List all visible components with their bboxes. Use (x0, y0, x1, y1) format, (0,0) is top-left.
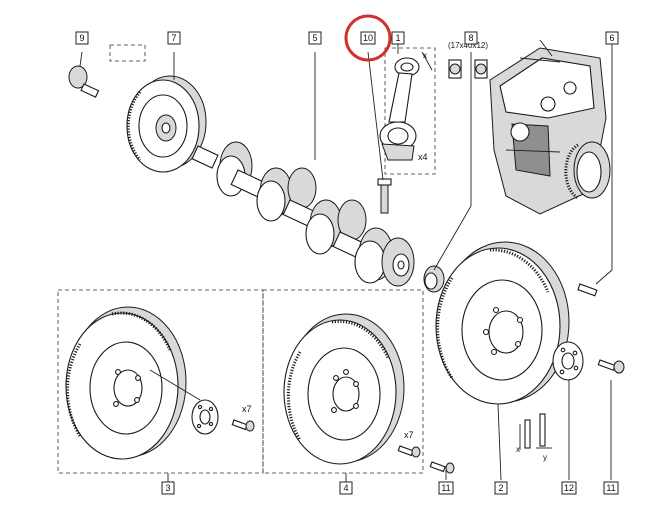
bolt-dimension-sketch: x y (516, 413, 552, 462)
svg-text:10: 10 (363, 33, 373, 43)
flywheel-left (65, 306, 201, 460)
flywheel-bolt-left: x7 (231, 404, 255, 432)
engine-block (489, 39, 611, 215)
damper-pulley (126, 52, 207, 173)
conrod-quantity: x4 (418, 152, 428, 162)
callout-11-left[interactable]: 11 (438, 481, 454, 495)
callout-4[interactable]: 4 (339, 481, 353, 495)
callout-6[interactable]: 6 (605, 31, 619, 45)
crank-pulley-bolt (68, 51, 100, 98)
callout-7[interactable]: 7 (167, 31, 181, 45)
spacer-plate-right (552, 341, 584, 480)
highlight-ring-10 (344, 14, 392, 62)
bolt-dimension-x: x (516, 445, 520, 454)
bolt-quantity-middle: x7 (404, 430, 414, 440)
flywheel-middle (283, 313, 405, 465)
connecting-rod: x x4 (379, 40, 433, 162)
bearing-spec-label: (17x40x12) (448, 41, 488, 50)
svg-text:3: 3 (165, 483, 170, 493)
svg-text:11: 11 (606, 483, 615, 493)
group-frame-1 (384, 47, 436, 175)
bolt-dimension-y: y (543, 453, 547, 462)
conrod-bolt (367, 51, 392, 214)
callout-11-right[interactable]: 11 (603, 481, 619, 495)
bolt-quantity-left: x7 (242, 404, 252, 414)
svg-text:11: 11 (441, 483, 450, 493)
pilot-bearing: (17x40x12) (423, 41, 488, 293)
svg-text:5: 5 (312, 33, 317, 43)
group-frame-4 (262, 289, 424, 474)
callout-10[interactable]: 10 (360, 31, 376, 45)
spacer-plate-left (191, 399, 219, 435)
svg-text:4: 4 (343, 483, 348, 493)
callout-3[interactable]: 3 (161, 481, 175, 495)
svg-text:9: 9 (79, 33, 84, 43)
flywheel-right (435, 241, 570, 481)
callout-8[interactable]: 8 (464, 31, 478, 45)
group-frame-3 (57, 289, 264, 474)
callout-1[interactable]: 1 (391, 31, 405, 45)
flywheel-bolt-right (597, 359, 625, 480)
crankshaft (191, 52, 415, 287)
svg-text:6: 6 (609, 33, 614, 43)
svg-text:1: 1 (395, 33, 400, 43)
group-frame-9-10-dashed (109, 44, 146, 62)
callout-12[interactable]: 12 (561, 481, 577, 495)
flywheel-bolt-middle: x7 (397, 430, 455, 480)
callout-5[interactable]: 5 (308, 31, 322, 45)
svg-text:7: 7 (171, 33, 176, 43)
callout-2[interactable]: 2 (494, 481, 508, 495)
svg-text:8: 8 (468, 33, 473, 43)
callout-9[interactable]: 9 (75, 31, 89, 45)
svg-text:12: 12 (564, 483, 574, 493)
conrod-dimension-x: x (423, 51, 427, 60)
svg-text:2: 2 (498, 483, 503, 493)
dowel-pin (577, 44, 613, 297)
